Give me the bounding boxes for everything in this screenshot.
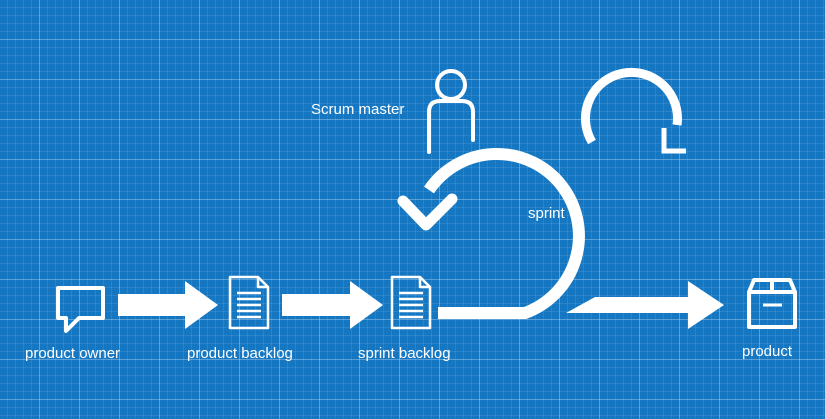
sprint-backlog-icon [390,275,432,330]
scrum-master-icon [427,69,475,154]
daily-cycle-icon [581,67,686,154]
arrow-product-backlog-to-sprint-backlog [282,281,383,329]
product-icon [747,278,797,329]
sprint-label: sprint [528,205,565,222]
product-backlog-icon [228,275,270,330]
scrum-master-label: Scrum master [311,101,405,118]
arrow-owner-to-product-backlog [118,281,218,329]
product-backlog-label: product backlog [187,345,293,362]
arrow-sprint-to-product [566,281,724,329]
sprint-cycle-icon [397,148,585,319]
sprint-backlog-label: sprint backlog [358,345,451,362]
product-owner-icon [56,286,105,333]
product-owner-label: product owner [25,345,121,362]
product-label: product [742,343,793,360]
